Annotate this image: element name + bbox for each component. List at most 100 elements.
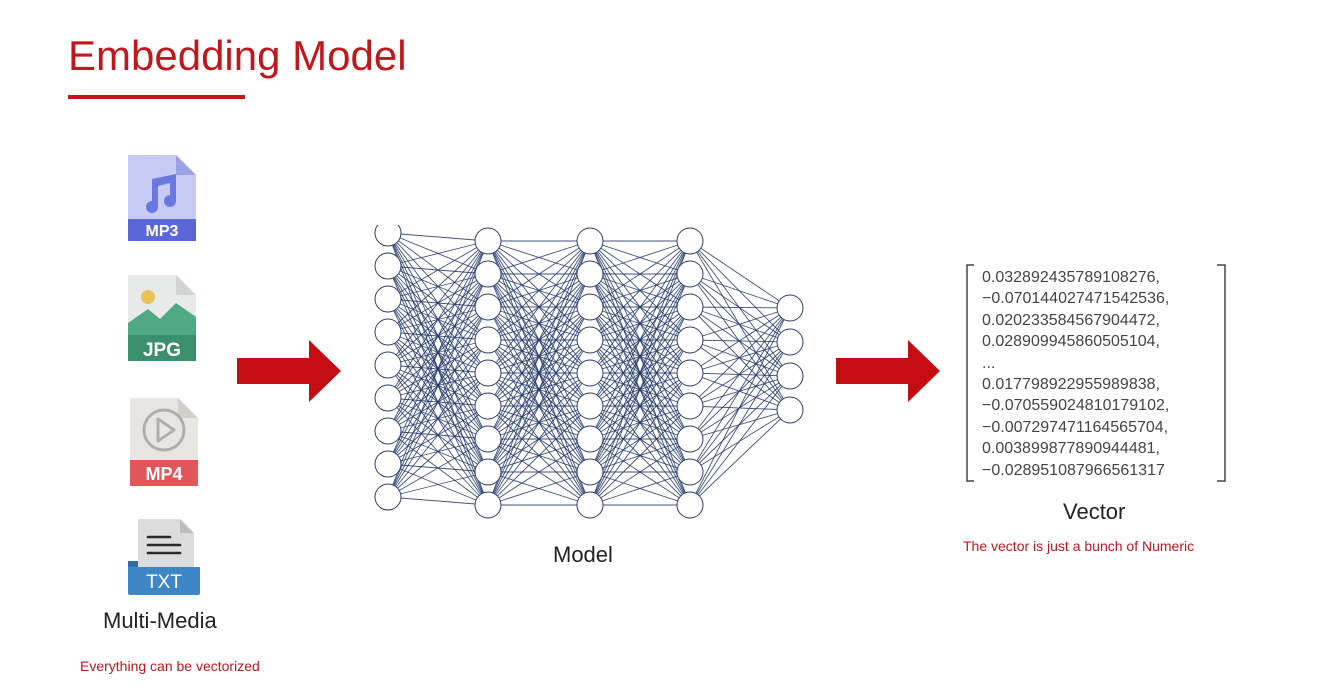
network-edge xyxy=(387,240,489,498)
network-edge xyxy=(387,240,489,366)
vector-value: 0.032892435789108276, xyxy=(982,269,1160,286)
network-node xyxy=(374,252,402,280)
network-edge xyxy=(689,306,791,411)
network-edge xyxy=(487,438,591,506)
network-edge xyxy=(487,306,591,506)
network-edge xyxy=(689,273,791,343)
network-node xyxy=(776,396,804,424)
network-edge xyxy=(487,240,591,407)
network-edge xyxy=(689,307,791,374)
network-edge xyxy=(589,240,691,440)
network-node xyxy=(576,293,604,321)
network-edge xyxy=(387,471,489,498)
network-node xyxy=(576,359,604,387)
network-edge xyxy=(387,438,489,498)
network-edge xyxy=(487,339,591,506)
network-node xyxy=(676,293,704,321)
network-edge xyxy=(387,240,489,399)
arrow-right-icon xyxy=(836,340,940,402)
network-edge xyxy=(487,471,591,506)
mp3-badge: MP3 xyxy=(146,223,179,240)
network-node xyxy=(474,359,502,387)
network-edge xyxy=(689,307,791,440)
network-edge xyxy=(487,240,591,374)
network-edge xyxy=(689,306,791,377)
network-edge xyxy=(387,232,489,242)
network-node xyxy=(576,491,604,519)
vector-value: −0.070559024810179102, xyxy=(982,397,1170,415)
arrow-right-icon xyxy=(237,340,341,402)
network-edge xyxy=(589,240,691,374)
network-node xyxy=(474,392,502,420)
play-icon xyxy=(142,408,186,452)
network-node xyxy=(576,458,604,486)
network-edge xyxy=(689,409,791,506)
network-edge xyxy=(387,240,489,267)
network-node xyxy=(576,392,604,420)
network-nodes xyxy=(374,225,804,519)
network-edges xyxy=(387,232,791,506)
network-edge xyxy=(487,240,591,341)
vector-values: 0.032892435789108276, −0.070144027471542… xyxy=(982,267,1169,481)
network-edge xyxy=(387,405,489,498)
network-node xyxy=(676,359,704,387)
network-node xyxy=(474,227,502,255)
page-title: Embedding Model xyxy=(68,32,407,79)
network-node xyxy=(374,351,402,379)
network-edge xyxy=(689,375,791,506)
network-edge xyxy=(689,273,791,377)
network-node xyxy=(374,417,402,445)
network-edge xyxy=(487,240,591,440)
text-lines-icon xyxy=(146,535,182,555)
network-edge xyxy=(689,307,791,341)
network-edge xyxy=(487,273,591,506)
network-node xyxy=(474,458,502,486)
network-node xyxy=(676,392,704,420)
network-edge xyxy=(589,240,691,341)
network-node xyxy=(676,326,704,354)
network-node xyxy=(374,318,402,346)
network-node xyxy=(776,294,804,322)
network-edge xyxy=(589,438,691,506)
network-edge xyxy=(589,471,691,506)
network-node xyxy=(374,450,402,478)
network-edge xyxy=(689,339,791,411)
network-edge xyxy=(387,273,489,498)
network-node xyxy=(576,326,604,354)
network-edge xyxy=(387,496,489,506)
network-edge xyxy=(589,240,691,308)
network-node xyxy=(374,483,402,511)
mp4-file-icon: MP4 xyxy=(130,398,198,486)
network-node xyxy=(576,227,604,255)
network-node xyxy=(676,458,704,486)
network-node xyxy=(776,328,804,356)
txt-badge: TXT xyxy=(146,572,182,593)
network-edge xyxy=(387,306,489,498)
network-edge xyxy=(487,240,591,275)
network-node xyxy=(576,260,604,288)
vector-value: −0.070144027471542536, xyxy=(982,290,1170,308)
network-edge xyxy=(487,240,591,473)
network-edge xyxy=(589,240,691,407)
network-edge xyxy=(589,273,691,506)
network-node xyxy=(776,362,804,390)
network-edge xyxy=(387,240,489,465)
network-node xyxy=(676,425,704,453)
neural-network-diagram xyxy=(374,225,804,519)
network-edge xyxy=(387,240,489,333)
network-edge xyxy=(589,339,691,506)
network-edge xyxy=(689,307,791,506)
network-node xyxy=(676,227,704,255)
vector-brackets xyxy=(966,264,1226,482)
vector-caption: The vector is just a bunch of Numeric xyxy=(963,538,1195,554)
network-edge xyxy=(487,405,591,506)
network-edge xyxy=(589,306,691,506)
network-edge xyxy=(689,339,791,377)
network-edge xyxy=(589,240,691,473)
network-node xyxy=(676,491,704,519)
network-edge xyxy=(689,372,791,411)
title-underline xyxy=(68,95,245,99)
network-edge xyxy=(589,240,691,506)
network-node xyxy=(374,285,402,313)
network-edge xyxy=(689,307,791,473)
